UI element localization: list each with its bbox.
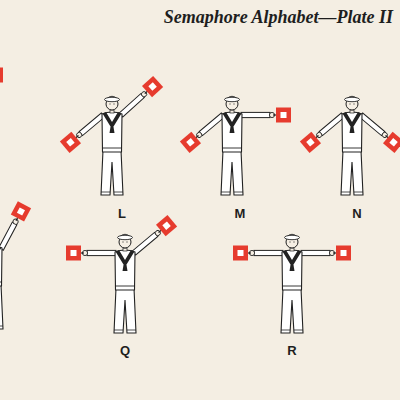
- letter-label: L: [118, 206, 126, 221]
- letter-label: N: [352, 206, 361, 221]
- letter-label: M: [235, 206, 246, 221]
- letter-label: R: [287, 343, 296, 358]
- letter-label: Q: [120, 343, 130, 358]
- plate-title: Semaphore Alphabet—Plate II: [164, 7, 393, 28]
